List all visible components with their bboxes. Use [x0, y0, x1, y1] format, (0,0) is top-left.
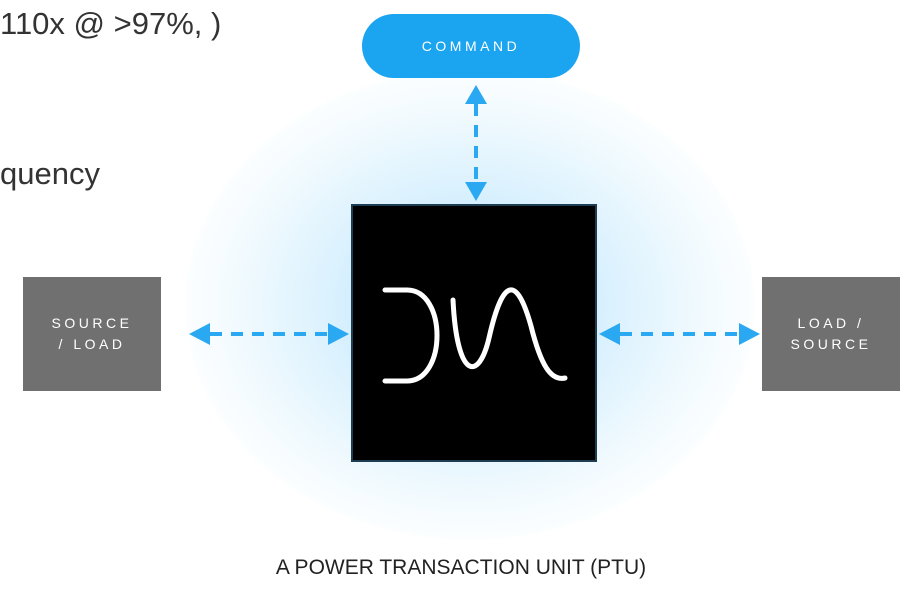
load-box-line-2: SOURCE — [790, 336, 872, 352]
source-load-box: SOURCE / LOAD — [23, 277, 161, 391]
background-text-line-2: quency — [0, 156, 100, 191]
command-node: COMMAND — [362, 14, 580, 78]
source-box-line-2: / LOAD — [58, 336, 126, 352]
source-box-line-1: SOURCE — [51, 315, 133, 331]
command-label: COMMAND — [421, 38, 521, 54]
source-ptu-arrow — [189, 323, 349, 345]
dvi-waveform-logo-icon — [382, 287, 568, 384]
diagram-caption: A POWER TRANSACTION UNIT (PTU) — [275, 556, 647, 579]
command-ptu-arrow — [465, 85, 487, 201]
load-box-line-1: LOAD / — [797, 315, 865, 331]
background-text-line-1: 110x @ >97%, ) — [0, 6, 222, 41]
load-source-box: LOAD / SOURCE — [762, 277, 900, 391]
ptu-block — [351, 204, 597, 462]
ptu-load-arrow — [599, 323, 760, 345]
